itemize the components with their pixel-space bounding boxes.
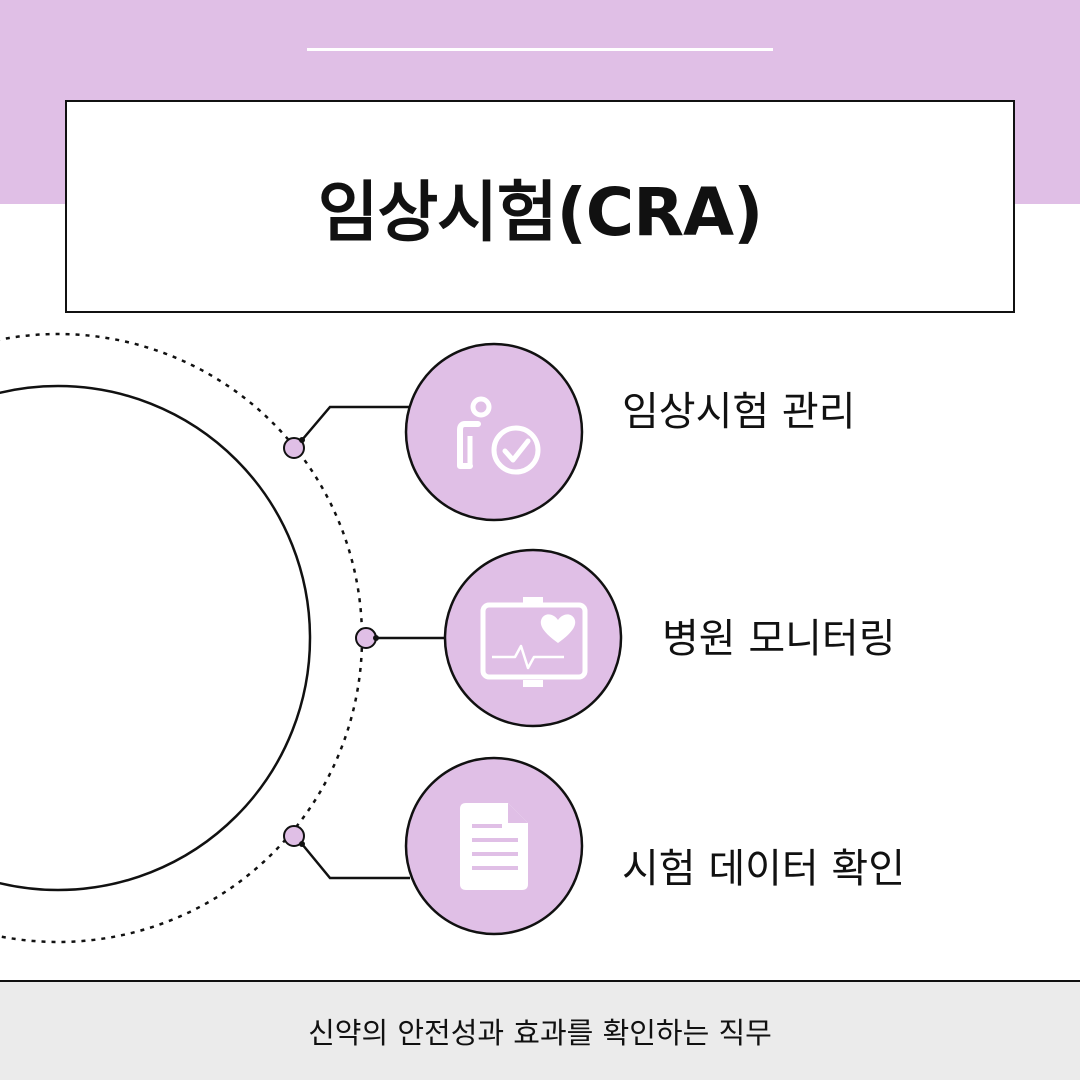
connector-3 <box>301 843 410 880</box>
item-label-1: 임상시험 관리 <box>622 389 856 435</box>
main-circle <box>0 384 312 892</box>
item-label-2: 병원 모니터링 <box>662 616 896 662</box>
item-label-3: 시험 데이터 확인 <box>622 846 906 892</box>
top-decorative-line <box>307 48 773 51</box>
connector-1 <box>301 405 410 441</box>
footer: 신약의 안전성과 효과를 확인하는 직무 <box>0 980 1080 1080</box>
document-icon <box>404 756 584 936</box>
footer-text: 신약의 안전성과 효과를 확인하는 직무 <box>308 1016 772 1050</box>
node-dot-1 <box>283 437 305 459</box>
page-title: 임상시험(CRA) <box>317 173 764 251</box>
diagram <box>0 332 623 944</box>
heart-monitor-icon <box>443 548 623 728</box>
title-box: 임상시험(CRA) <box>65 100 1015 313</box>
person-check-icon <box>404 342 584 522</box>
node-dot-3 <box>283 825 305 847</box>
